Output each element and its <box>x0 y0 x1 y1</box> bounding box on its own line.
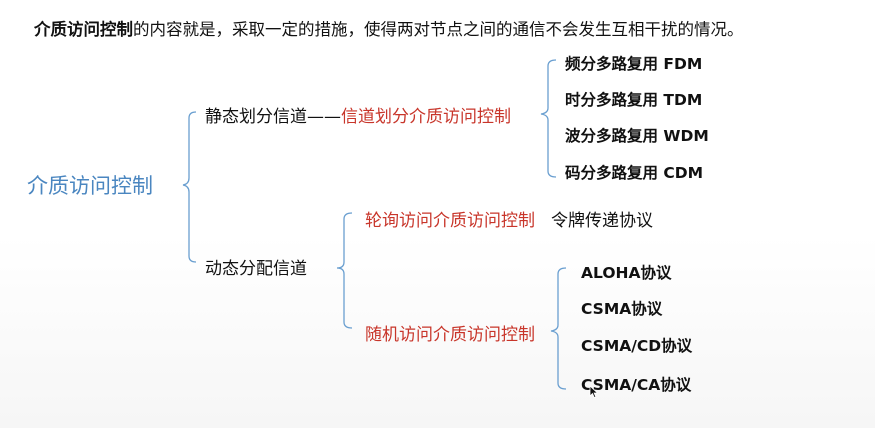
random-item-csma: CSMA协议 <box>581 300 663 318</box>
static-brace <box>540 59 557 178</box>
static-item-wdm: 波分多路复用 WDM <box>565 127 709 145</box>
static-item-cdm: 码分多路复用 CDM <box>565 164 704 182</box>
random-brace <box>550 267 567 390</box>
polling-item-token: 令牌传递协议 <box>551 211 653 231</box>
static-label: 静态划分信道—— <box>205 107 341 127</box>
random-item-aloha: ALOHA协议 <box>581 264 672 282</box>
polling-branch: 轮询访问介质访问控制令牌传递协议 <box>365 206 653 231</box>
random-item-csma-ca: CSMA/CA协议 <box>581 376 692 394</box>
root-brace <box>182 111 197 263</box>
intro-term: 介质访问控制 <box>34 20 133 39</box>
mouse-cursor-icon <box>589 385 599 399</box>
dynamic-brace <box>336 212 353 329</box>
random-label: 随机访问介质访问控制 <box>365 325 535 345</box>
dynamic-label: 动态分配信道 <box>205 259 307 279</box>
polling-label: 轮询访问介质访问控制 <box>365 211 535 231</box>
static-sub-label: 信道划分介质访问控制 <box>341 107 511 127</box>
static-item-tdm: 时分多路复用 TDM <box>565 91 703 109</box>
static-branch: 静态划分信道——信道划分介质访问控制 <box>205 102 511 127</box>
intro-rest: 的内容就是，采取一定的措施，使得两对节点之间的通信不会发生互相干扰的情况。 <box>133 20 744 39</box>
intro-sentence: 介质访问控制的内容就是，采取一定的措施，使得两对节点之间的通信不会发生互相干扰的… <box>34 16 744 40</box>
static-item-fdm: 频分多路复用 FDM <box>565 55 703 73</box>
root-node: 介质访问控制 <box>27 174 153 198</box>
random-item-csma-cd: CSMA/CD协议 <box>581 337 693 355</box>
